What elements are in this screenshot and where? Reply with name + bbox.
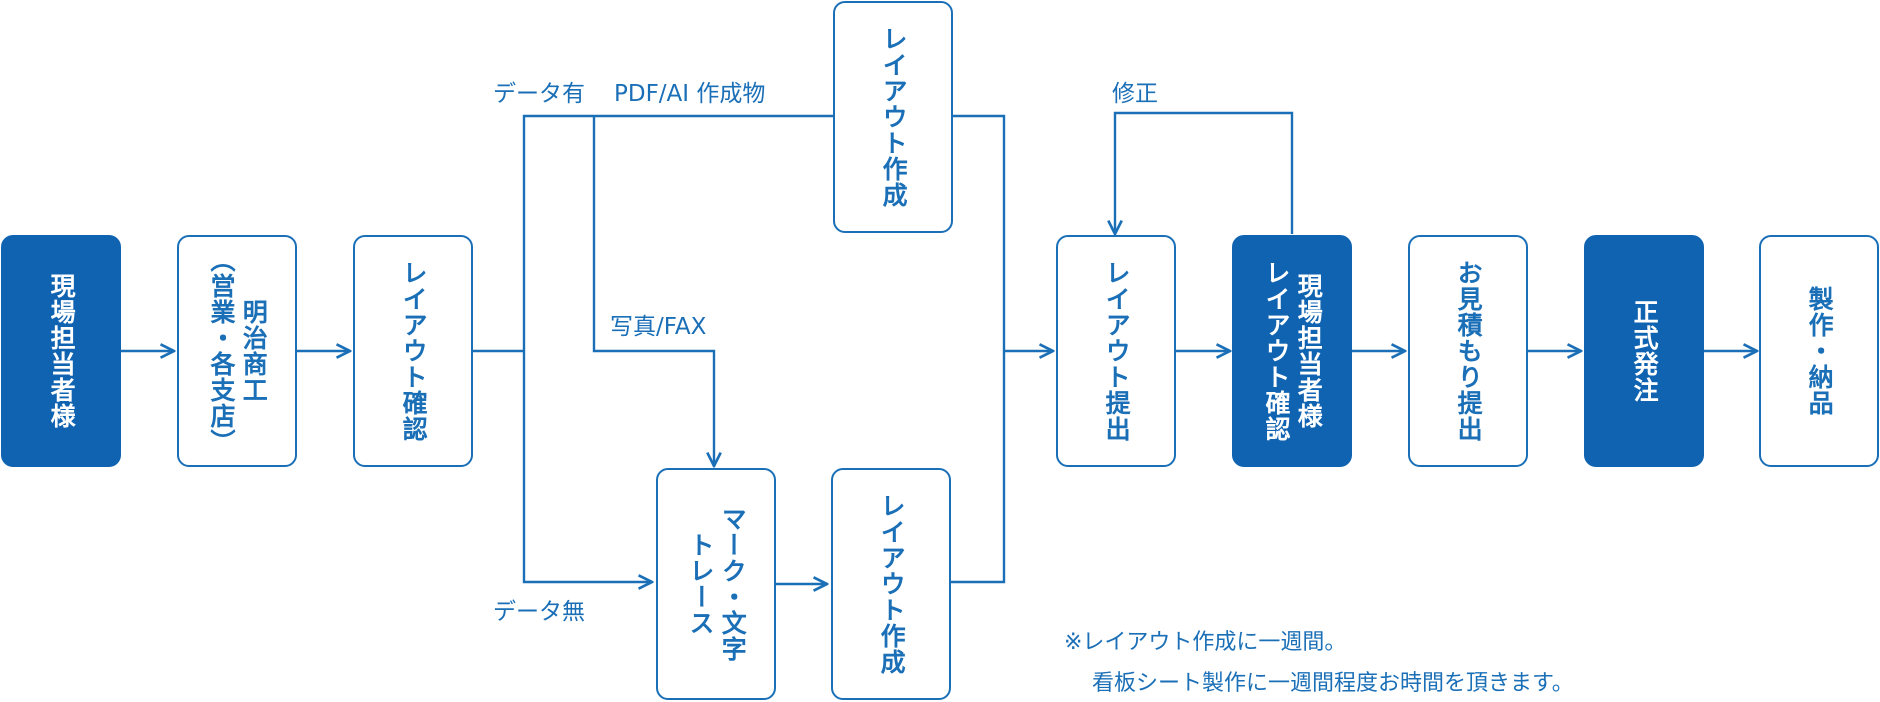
label-revision: 修正: [1112, 81, 1158, 107]
line-top-create-merge: [951, 114, 1006, 351]
node-mark-trace: マーク・文字 トレース: [656, 468, 776, 700]
node-layout-check: レイアウト確認: [353, 235, 473, 467]
node-site-manager: 現場担当者様: [1, 235, 121, 467]
line-branch-data-no: [522, 351, 652, 582]
label-photo-fax: 写真/FAX: [610, 314, 707, 340]
node-site-manager-text: 現場担当者様: [47, 273, 77, 429]
node-estimate-submit-text: お見積もり提出: [1454, 260, 1484, 442]
node-estimate-submit: お見積もり提出: [1408, 235, 1528, 467]
label-data-yes: データ有: [493, 81, 585, 107]
node-layout-create-top-text: レイアウト作成: [879, 26, 909, 208]
label-pdf-ai: PDF/AI 作成物: [614, 81, 766, 107]
node-formal-order: 正式発注: [1584, 235, 1704, 467]
note-line-1: ※レイアウト作成に一週間。: [1064, 630, 1347, 655]
note-line-2: 看板シート製作に一週間程度お時間を頂きます。: [1092, 671, 1574, 696]
node-site-layout-check-line2: レイアウト確認: [1262, 260, 1291, 442]
node-production-text: 製作・納品: [1805, 286, 1835, 416]
node-layout-create-bottom: レイアウト作成: [831, 468, 951, 700]
node-mark-trace-line2: トレース: [686, 532, 715, 636]
node-layout-submit-text: レイアウト提出: [1102, 260, 1132, 442]
node-layout-check-text: レイアウト確認: [399, 260, 429, 442]
node-site-layout-check: 現場担当者様 レイアウト確認: [1232, 235, 1352, 467]
line-photo-fax: [592, 116, 714, 466]
node-meiji-shoko: 明治商工 （営業・各支店）: [177, 235, 297, 467]
node-meiji-shoko-line2: （営業・各支店）: [207, 247, 236, 455]
line-bottom-create-merge: [951, 351, 1006, 584]
node-layout-create-top: レイアウト作成: [833, 1, 953, 233]
node-production: 製作・納品: [1759, 235, 1879, 467]
label-data-no: データ無: [493, 599, 585, 625]
line-revision-loop: [1115, 111, 1294, 234]
node-mark-trace-line1: マーク・文字: [718, 506, 748, 662]
node-meiji-shoko-line1: 明治商工: [239, 299, 269, 403]
node-layout-create-bottom-text: レイアウト作成: [877, 493, 907, 675]
node-layout-submit: レイアウト提出: [1056, 235, 1176, 467]
node-formal-order-text: 正式発注: [1630, 299, 1660, 403]
node-site-layout-check-line1: 現場担当者様: [1294, 273, 1324, 429]
